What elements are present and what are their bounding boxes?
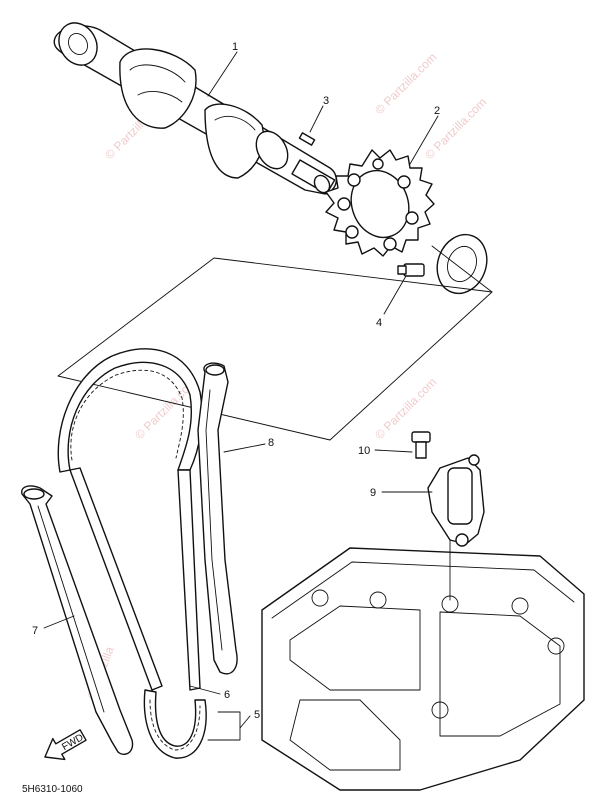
timing-chain (57, 348, 207, 759)
camshaft (53, 22, 337, 195)
dowel-pin (298, 132, 316, 146)
callout-leaders (43, 51, 439, 741)
callout-7: 7 (32, 625, 38, 637)
callout-8: 8 (268, 437, 274, 449)
callout-3: 3 (323, 95, 329, 107)
callout-1: 1 (232, 41, 238, 53)
forward-direction-arrow: FWD (44, 729, 87, 761)
chain-guide (197, 362, 238, 675)
callout-2: 2 (434, 105, 440, 117)
callout-10: 10 (358, 445, 370, 457)
callout-4: 4 (376, 317, 382, 329)
callout-labels: 1 2 3 4 5 6 7 8 9 10 (32, 41, 440, 721)
cylinder-head (261, 539, 585, 791)
callout-9: 9 (370, 487, 376, 499)
callout-6: 6 (224, 689, 230, 701)
watermark: © Partzilla.com (422, 95, 489, 162)
forward-label: FWD (60, 732, 85, 753)
chain-tensioner-guide (21, 485, 134, 756)
diagram-code: 5H6310-1060 (22, 784, 83, 795)
tensioner-bolt (411, 431, 431, 459)
retainer-plate (436, 233, 488, 295)
cam-sprocket (325, 149, 435, 257)
callout-5: 5 (254, 709, 260, 721)
exploded-leader-lines (57, 245, 493, 441)
chain-tensioner (427, 454, 485, 547)
watermark: © Partzilla.com (372, 50, 439, 117)
sprocket-bolt (397, 263, 425, 277)
